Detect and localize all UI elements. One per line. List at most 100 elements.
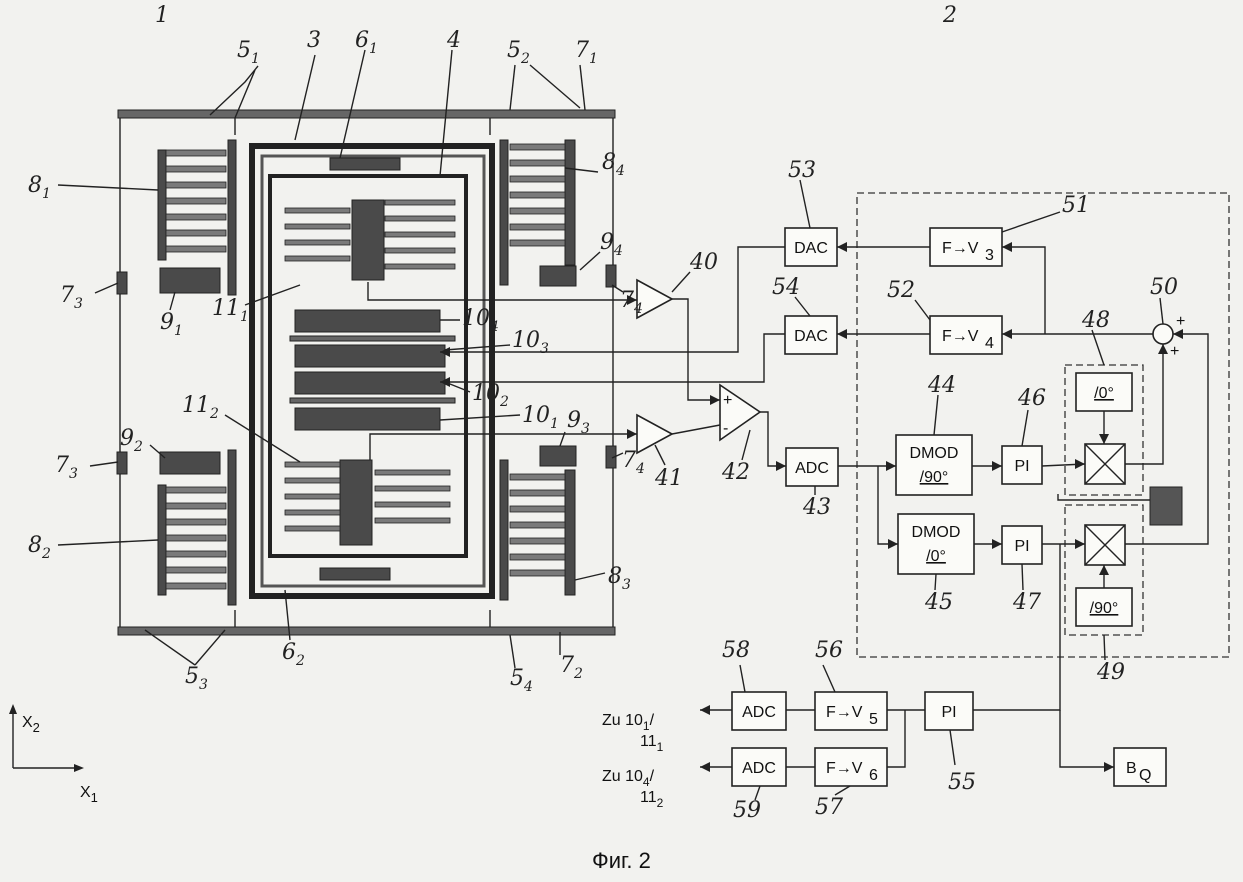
dac-54-label: DAC: [794, 328, 828, 345]
anchor-7-3-top: [117, 272, 127, 294]
ref-40: 40: [690, 252, 718, 274]
electrode-10-1: [295, 408, 440, 430]
ref-46: 46: [1018, 388, 1046, 410]
ref-42: 42: [722, 462, 750, 484]
svg-text:X2: X2: [22, 714, 40, 735]
ref-4: 4: [447, 30, 461, 52]
ref-51: 51: [1062, 195, 1090, 217]
hatched-block: [1150, 487, 1182, 525]
ref-7-3-b: 73: [55, 455, 78, 477]
sum-plus-a: +: [1176, 313, 1185, 330]
phase0-label: /0°: [1094, 385, 1114, 402]
ref-7-1: 71: [575, 40, 598, 62]
fv6-sub: 6: [869, 767, 878, 784]
ref-10-4: 104: [462, 308, 499, 330]
dmod0-top: DMOD: [912, 524, 961, 541]
comb-11-2: [285, 460, 450, 545]
pi46-label: PI: [1014, 458, 1029, 475]
ref-41: 41: [655, 468, 683, 490]
adc59-label: ADC: [742, 760, 776, 777]
svg-text:Zu 104/: Zu 104/: [602, 768, 655, 789]
electrode-10-3: [295, 345, 445, 367]
comb-11-1: [285, 200, 455, 280]
adc-58: ADC: [732, 692, 786, 730]
multiplier-49: [1085, 525, 1125, 565]
bq-block: B Q: [1114, 748, 1166, 786]
bar-6-1: [330, 158, 400, 170]
ref-2: 2: [943, 5, 957, 27]
frame-rail-top: [118, 110, 615, 118]
pi55-label: PI: [941, 704, 956, 721]
fv4-label: F→V: [942, 328, 979, 345]
ref-43: 43: [803, 497, 831, 519]
demodulator-44: DMOD /90°: [896, 435, 972, 495]
ref-5-3: 53: [185, 666, 208, 688]
ref-6-2: 62: [282, 642, 305, 664]
ref-49: 49: [1097, 662, 1125, 684]
ref-59: 59: [733, 800, 761, 822]
electrode-9-3: [540, 446, 576, 466]
ref-7-3-a: 73: [60, 285, 83, 307]
bq-label: B: [1126, 760, 1137, 777]
svg-text:112: 112: [640, 789, 664, 810]
ref-7-4-b: 74: [622, 450, 645, 472]
dac-53-label: DAC: [794, 240, 828, 257]
fv-converter-52: F→V 4: [930, 316, 1002, 354]
electrode-10-2: [295, 372, 445, 394]
adc-43: ADC: [786, 448, 838, 486]
ref-5-1: 51: [237, 40, 260, 62]
dmod90-bottom: /90°: [920, 469, 949, 486]
fv4-sub: 4: [985, 335, 994, 352]
ref-54: 54: [772, 277, 800, 299]
ref-48: 48: [1082, 310, 1110, 332]
ref-7-2: 72: [560, 655, 583, 677]
fv-converter-51: F→V 3: [930, 228, 1002, 266]
bq-sub: Q: [1139, 767, 1151, 784]
ref-3: 3: [307, 30, 321, 52]
dac-53: DAC: [785, 228, 837, 266]
ref-58: 58: [722, 640, 750, 662]
ref-56: 56: [815, 640, 843, 662]
dmod90-top: DMOD: [910, 445, 959, 462]
pi-controller-55: PI: [925, 692, 973, 730]
ref-44: 44: [928, 375, 956, 397]
adc-59: ADC: [732, 748, 786, 786]
ref-52: 52: [887, 280, 915, 302]
figure-caption: Фиг. 2: [592, 848, 651, 874]
output-label-1: Zu 101/ 111: [602, 712, 664, 754]
comb-8-4: [500, 140, 575, 285]
frame-rail-bottom: [118, 627, 615, 635]
electrode-9-4: [540, 266, 576, 286]
ref-55: 55: [948, 772, 976, 794]
sum-plus-b: +: [1170, 343, 1179, 360]
ref-10-3: 103: [512, 330, 549, 352]
bar-6-2: [320, 568, 390, 580]
ref-45: 45: [925, 592, 953, 614]
dac-54: DAC: [785, 316, 837, 354]
ref-6-1: 61: [355, 30, 378, 52]
ref-50: 50: [1150, 277, 1178, 299]
ref-11-2: 112: [182, 395, 219, 417]
comb-8-3: [500, 460, 575, 600]
diff-minus: -: [723, 420, 728, 437]
demodulator-45: DMOD /0°: [898, 514, 974, 574]
ref-9-3: 93: [567, 410, 590, 432]
svg-text:111: 111: [640, 733, 664, 754]
pi47-label: PI: [1014, 538, 1029, 555]
ref-8-4: 84: [602, 152, 625, 174]
adc58-label: ADC: [742, 704, 776, 721]
phase-90-block: /90°: [1076, 588, 1132, 626]
electrode-10-4: [295, 310, 440, 332]
svg-text:X1: X1: [80, 784, 98, 805]
fv5-label: F→V: [826, 704, 863, 721]
fv5-sub: 5: [869, 711, 878, 728]
enclosure-2: [857, 193, 1229, 657]
ref-57: 57: [815, 797, 843, 819]
pi-controller-47: PI: [1002, 526, 1042, 564]
ref-5-2: 52: [507, 40, 530, 62]
dmod0-bottom: /0°: [926, 548, 946, 565]
ref-10-2: 102: [472, 383, 509, 405]
fv-converter-56: F→V 5: [815, 692, 887, 730]
diff-plus: +: [723, 392, 732, 409]
